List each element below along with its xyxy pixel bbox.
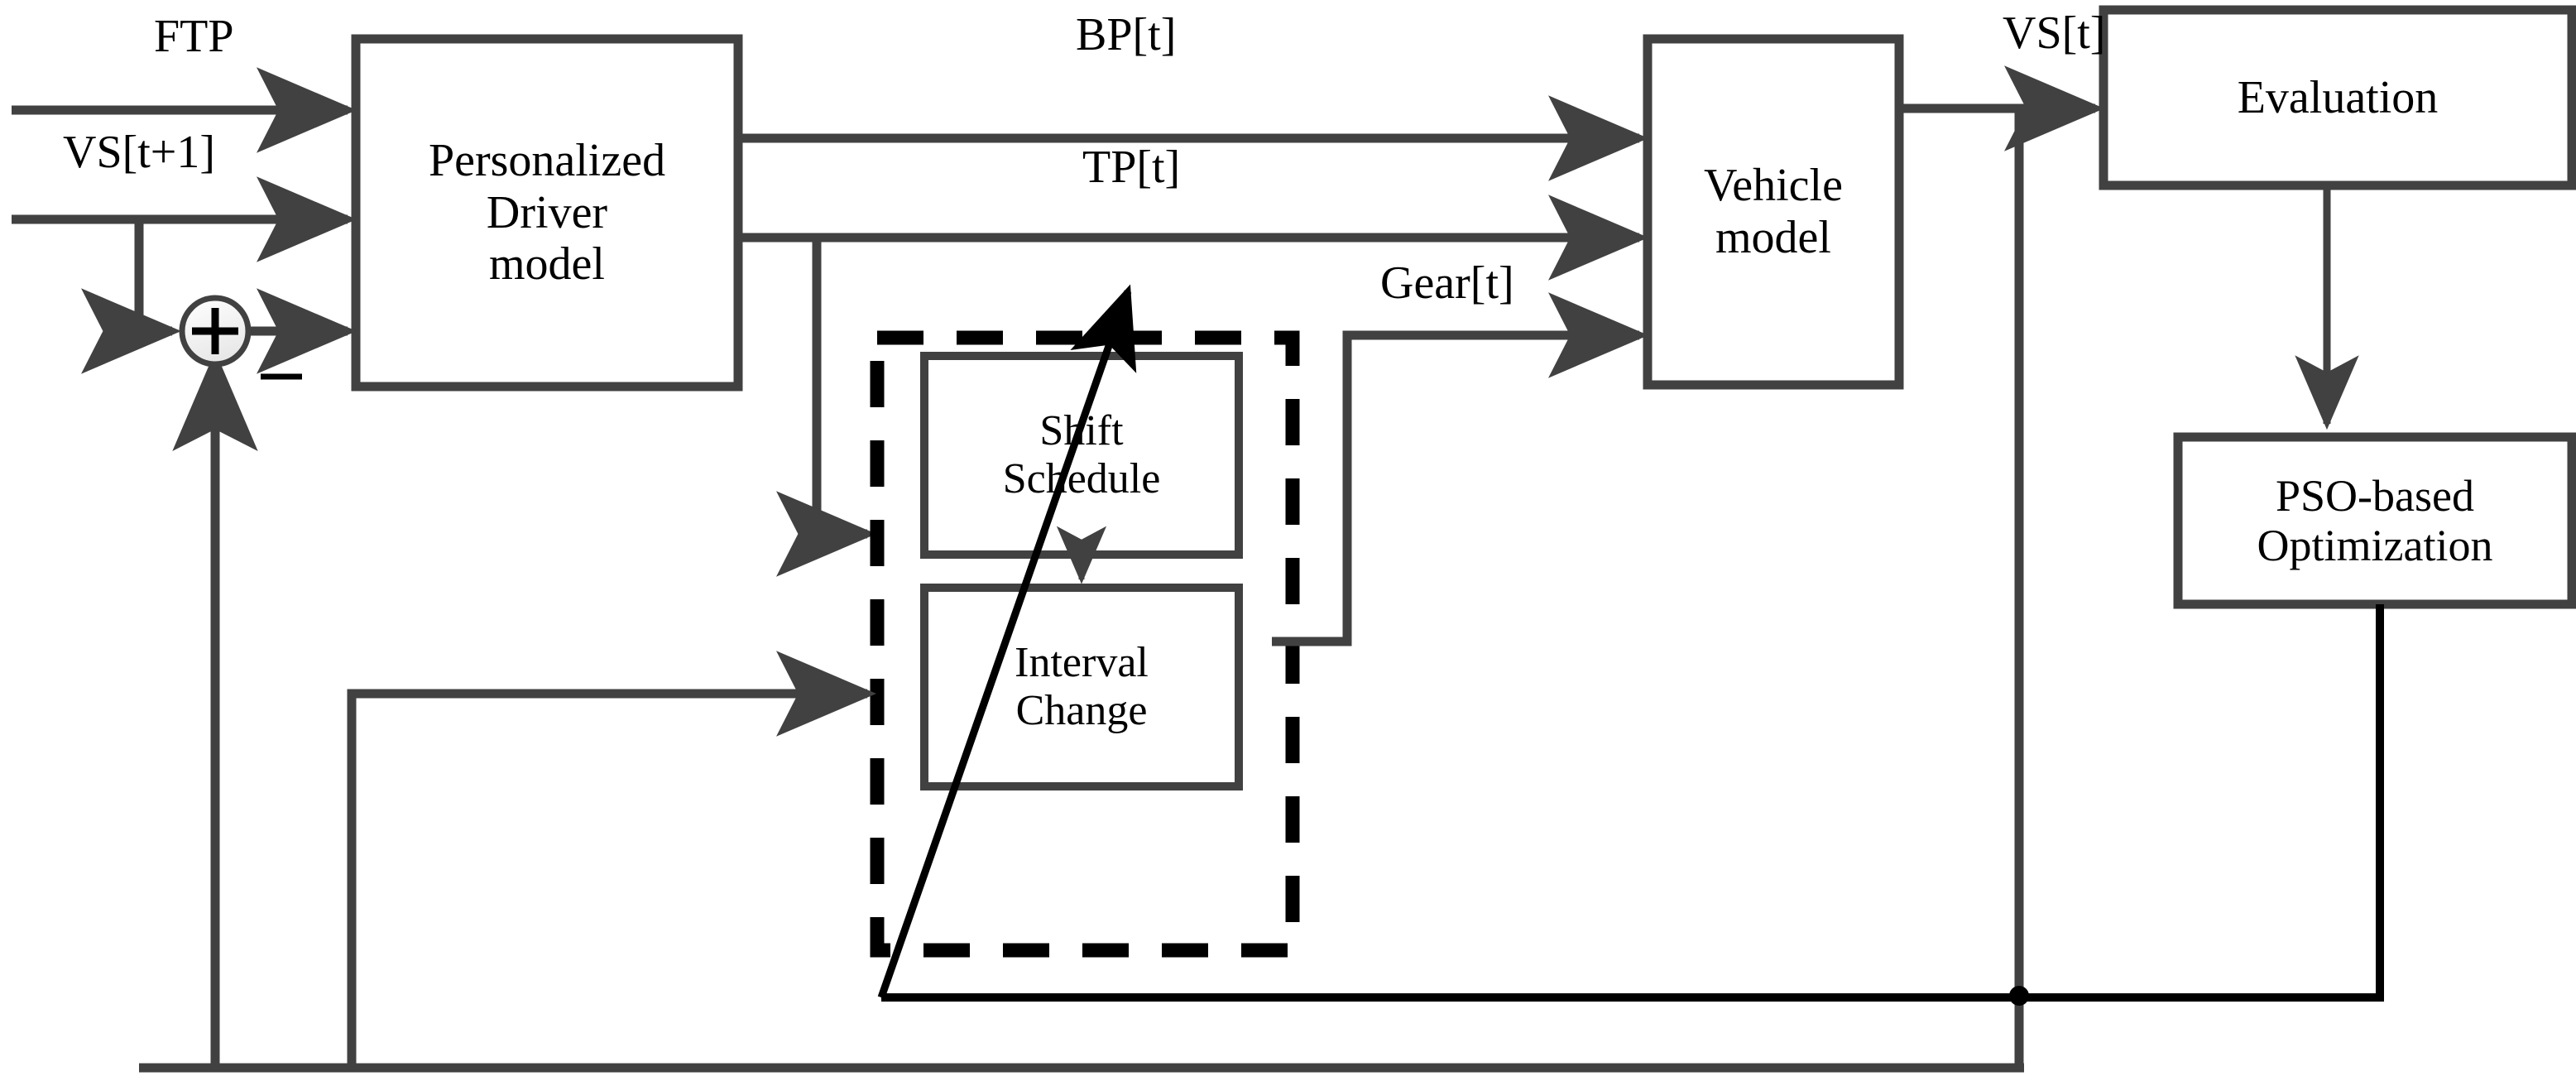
pso-feedback-line <box>881 604 2384 1002</box>
summing-junction-plus-glyph <box>192 308 238 354</box>
vs-next-signal-label: VS[t+1] <box>63 127 216 178</box>
pso-vs-crossing-dot <box>2009 986 2029 1006</box>
gear-signal-line <box>1272 292 1648 646</box>
bp-signal-label: BP[t] <box>1076 9 1177 60</box>
vehicle-model-box <box>1643 34 1904 390</box>
ftp-signal-label: FTP <box>154 11 234 62</box>
shift-schedule-box <box>920 352 1243 559</box>
pso-box <box>2173 432 2576 609</box>
evaluation-box <box>2099 5 2576 190</box>
gear-signal-label: Gear[t] <box>1380 257 1514 309</box>
tp-branch-to-shift-schedule <box>776 238 876 577</box>
interval-change-box <box>920 584 1243 790</box>
vs-next-branch-to-sum <box>81 219 181 374</box>
pso-diagonal-arrow <box>877 284 1137 999</box>
tp-signal-label: TP[t] <box>1082 142 1181 193</box>
interval-change-feedback-line <box>347 651 876 1068</box>
vs-signal-label: VS[t] <box>2003 7 2106 59</box>
driver-model-box <box>351 34 743 392</box>
